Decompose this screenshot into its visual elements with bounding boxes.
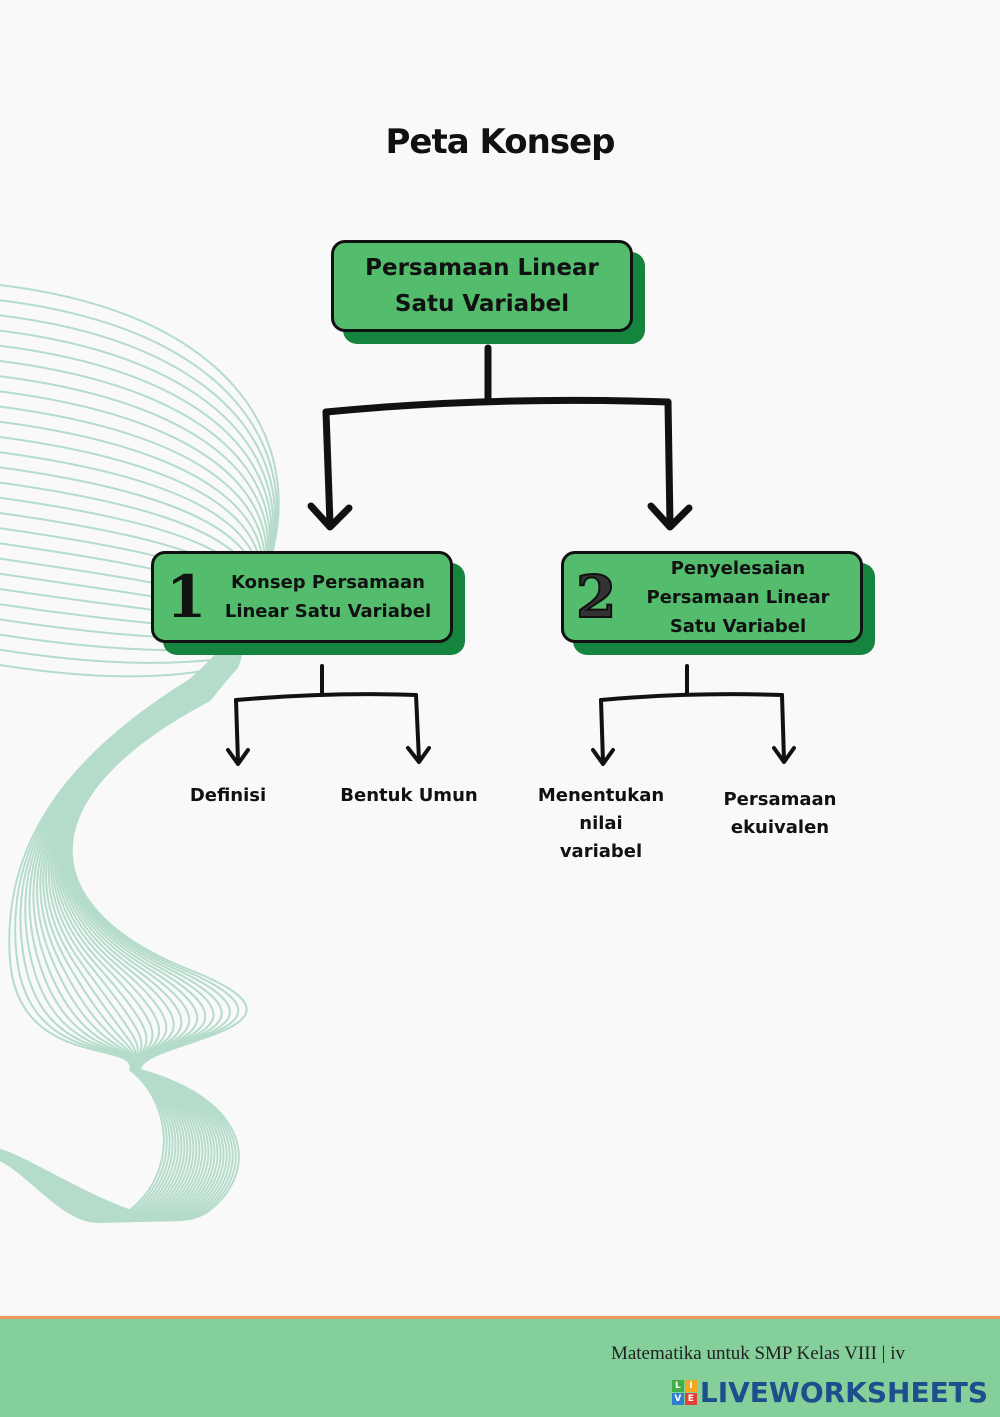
arrowhead-branch-2: [647, 502, 693, 531]
leaf-menentukan-nilai-variabel: Menentukan nilai variabel: [528, 782, 674, 866]
arrowhead-definisi: [226, 748, 250, 766]
wave-line: [0, 648, 241, 700]
number-1-icon: 1: [166, 563, 207, 631]
wave-line: [8, 679, 191, 1071]
leaf-definisi: Definisi: [178, 782, 278, 810]
arrow-to-definisi: [234, 698, 240, 764]
logo-tile-i: I: [684, 1380, 697, 1392]
branch-1-line-2: Linear Satu Variabel: [224, 601, 432, 622]
logo-tile-v: V: [671, 1393, 684, 1405]
liveworksheets-logo-icon: L I V E: [671, 1380, 697, 1405]
branch-2-line-3: Satu Variabel: [669, 615, 807, 637]
arrow-to-bentuk-umun: [414, 693, 421, 762]
arrowhead-bentuk-umun: [406, 746, 431, 764]
wave-line: [70, 699, 248, 1071]
logo-tile-e: E: [684, 1393, 697, 1405]
leaf-persamaan-line-1: Persamaan: [723, 789, 837, 810]
arrow-to-branch-1: [322, 408, 334, 528]
liveworksheets-brand: L I V E LIVEWORKSHEETS: [671, 1376, 988, 1409]
number-2-icon: 2: [575, 563, 617, 631]
page-title: Peta Konsep: [385, 122, 616, 162]
branch-1-line-1: Konsep Persamaan: [231, 572, 425, 593]
brand-name: LIVEWORKSHEETS: [699, 1376, 988, 1409]
leaf-persamaan-ekuivalen: Persamaan ekuivalen: [712, 786, 848, 842]
root-concept-line-2: Satu Variabel: [394, 291, 570, 317]
branch-2-bar: [599, 692, 784, 702]
leaf-bentuk-umun-text: Bentuk Umun: [340, 785, 478, 806]
wave-line: [0, 663, 240, 701]
leaf-menentukan-line-1: Menentukan: [537, 785, 665, 806]
root-concept-box: Persamaan Linear Satu Variabel: [331, 240, 633, 332]
arrowhead-menentukan: [591, 748, 615, 766]
root-bar: [322, 396, 672, 416]
leaf-definisi-text: Definisi: [189, 785, 267, 806]
branch-2-box: 2 Penyelesaian Persamaan Linear Satu Var…: [561, 551, 863, 643]
branch-1-box: 1 Konsep Persamaan Linear Satu Variabel: [151, 551, 453, 643]
arrowhead-branch-1: [307, 502, 353, 531]
wave-line: [0, 436, 263, 689]
branch-2-line-1: Penyelesaian: [670, 557, 806, 579]
arrow-to-menentukan: [599, 698, 605, 764]
leaf-menentukan-line-2: nilai: [579, 813, 623, 834]
arrow-to-branch-2: [664, 398, 674, 528]
branch-1-bar: [234, 692, 418, 702]
footer-caption: Matematika untuk SMP Kelas VIII | iv: [610, 1343, 905, 1364]
page-footer: Matematika untuk SMP Kelas VIII | iv L I…: [0, 1316, 1000, 1417]
leaf-bentuk-umun: Bentuk Umun: [330, 782, 488, 810]
branch-2-line-2: Persamaan Linear: [646, 586, 830, 608]
leaf-menentukan-line-3: variabel: [559, 841, 643, 862]
wave-line: [0, 633, 242, 700]
leaf-persamaan-line-2: ekuivalen: [730, 817, 830, 838]
arrowhead-persamaan-ekuivalen: [772, 746, 796, 764]
logo-tile-l: L: [671, 1380, 684, 1392]
arrow-to-persamaan-ekuivalen: [780, 693, 786, 762]
root-concept-line-1: Persamaan Linear: [365, 255, 599, 281]
wave-line: [0, 1069, 240, 1222]
